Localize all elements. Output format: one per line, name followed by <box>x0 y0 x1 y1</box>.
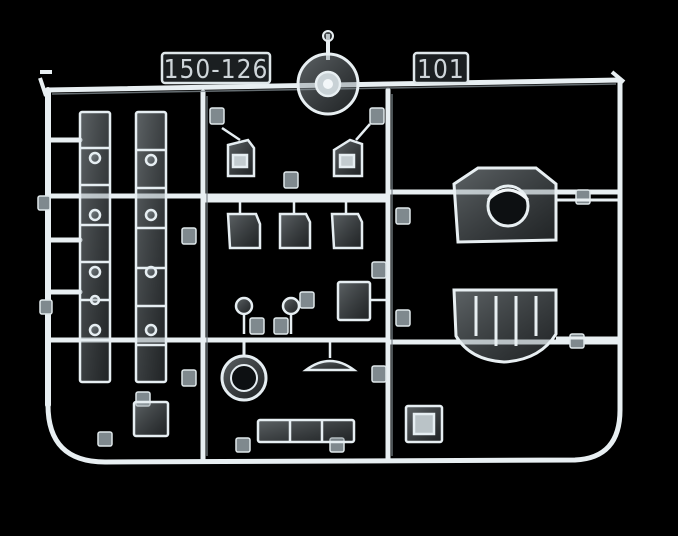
dome-lens-part <box>302 342 358 372</box>
svg-text:101: 101 <box>417 55 465 85</box>
triple-pane-strip <box>256 418 356 444</box>
round-lens-part <box>296 30 360 116</box>
cupola-part-upper <box>452 166 620 244</box>
vision-block-small-right <box>332 123 371 178</box>
periscope-strip-right <box>134 110 168 384</box>
cupola-part-lower <box>452 288 620 364</box>
window-panes-row <box>226 200 364 250</box>
sprue-code-tag: 101 <box>412 51 470 85</box>
rect-pane-lower-right <box>404 404 444 444</box>
part-number-tag: 150-126 <box>160 51 272 85</box>
vision-block-small-left <box>221 126 256 178</box>
svg-text:150-126: 150-126 <box>164 55 269 85</box>
rect-pane-lower-left <box>132 400 170 438</box>
sprue-gate-tabs <box>37 107 591 453</box>
square-lens-part <box>336 280 388 322</box>
sprue-frame <box>45 77 623 465</box>
round-studs <box>234 296 301 334</box>
headlight-ring <box>220 342 268 402</box>
periscope-strip-left <box>78 110 112 384</box>
frame-pegs <box>38 70 626 97</box>
